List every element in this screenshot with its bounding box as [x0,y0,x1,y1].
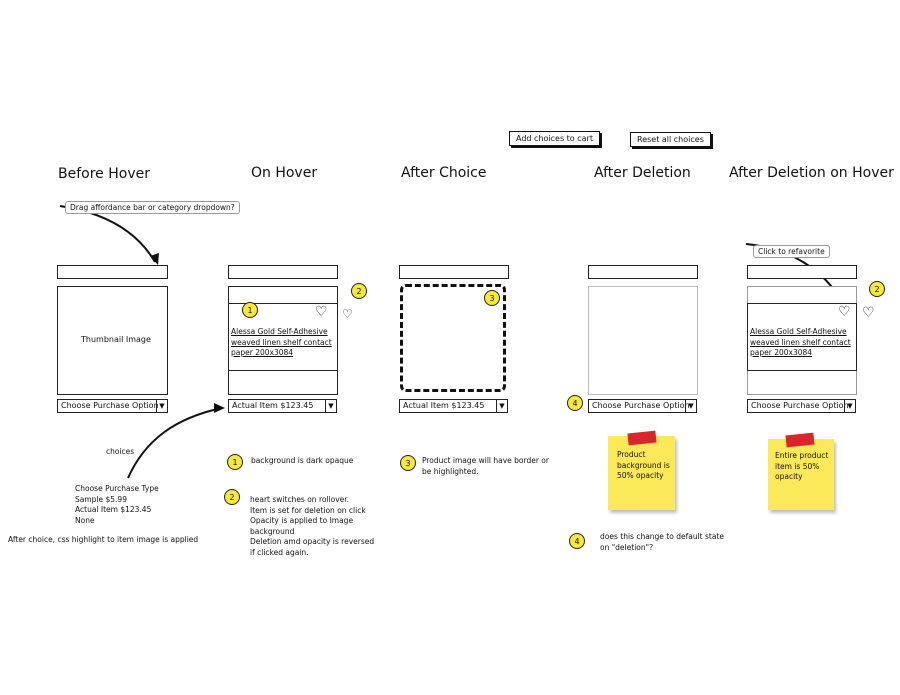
title-after-choice: After Choice [401,165,487,181]
item-title-line: weaved linen shelf contact [750,337,851,347]
sticky-tape [627,430,657,446]
item-title-line: Alessa Gold Self-Adhesive [231,327,328,336]
badge-4: 4 [569,533,585,549]
thumbnail-label: Thumbnail Image [81,335,151,344]
badge-1: 1 [227,454,243,470]
drag-bar[interactable] [228,265,338,279]
thumbnail-image [57,286,168,395]
drag-bar[interactable] [747,265,857,279]
choices-list-item: Choose Purchase Type [75,484,159,493]
choices-arrow [127,407,223,479]
drag-callout-arrow [59,205,156,263]
drag-bar[interactable] [399,265,509,279]
purchase-option-select[interactable]: Choose Purchase Option ▼ [747,399,856,413]
item-title-line: paper 200x3084 [231,348,294,357]
sticky-line: opacity [775,472,803,481]
item-title-line: paper 200x3084 [750,348,813,357]
item-title-line: Alessa Gold Self-Adhesive [750,327,847,336]
drag-bar[interactable] [57,265,168,279]
badge-2: 2 [224,489,240,505]
note-line: Opacity is applied to Image [250,516,354,525]
choices-list-item: Sample $5.99 [75,494,127,504]
broken-heart-icon[interactable]: ♡ [838,304,851,320]
sticky-text: Entire product item is 50% opacity [775,451,828,483]
drag-affordance-callout: Drag affordance bar or category dropdown… [65,201,240,214]
choices-list-item: Actual Item $123.45 [75,505,152,514]
chevron-down-icon: ▼ [844,400,855,412]
chevron-down-icon: ▼ [325,400,336,412]
note-line: background [250,526,295,536]
note-line: heart switches on rollover. [250,495,350,504]
heart-icon[interactable]: ♡ [315,304,328,320]
note-line: Deletion amd opacity is reversed [250,537,375,546]
select-label: Actual Item $123.45 [232,401,314,410]
badge-2: 2 [869,281,885,297]
sticky-text: Product background is 50% opacity [617,450,670,482]
title-after-deletion: After Deletion [594,165,691,181]
select-label: Actual Item $123.45 [403,401,485,410]
hover-overlay [747,303,857,371]
drag-bar[interactable] [588,265,698,279]
item-title[interactable]: Alessa Gold Self-Adhesive weaved linen s… [231,327,332,359]
refavorite-callout: Click to refavorite [753,245,830,258]
sticky-line: background is [617,460,670,470]
title-after-deletion-on-hover: After Deletion on Hover [729,165,894,181]
item-title[interactable]: Alessa Gold Self-Adhesive weaved linen s… [750,327,851,359]
purchase-option-select[interactable]: Actual Item $123.45 ▼ [228,399,337,413]
sticky-line: Product [617,450,646,459]
faded-thumbnail [588,286,698,395]
chevron-down-icon: ▼ [156,400,167,412]
note-line: if clicked again. [250,547,309,557]
choices-list-item: None [75,515,95,525]
choices-list: Choose Purchase Type Sample $5.99 Actual… [75,484,159,526]
note-line: on "deletion"? [600,542,654,552]
sticky-line: Entire product [775,451,829,460]
title-before-hover: Before Hover [58,166,150,182]
note-line: does this change to default state [600,532,724,541]
title-on-hover: On Hover [251,165,318,181]
badge-3: 3 [484,290,500,306]
add-choices-to-cart-button[interactable]: Add choices to cart [509,131,600,146]
note-line: Item is set for deletion on click [250,505,366,515]
select-label: Choose Purchase Option [751,401,849,410]
note-line: Product image will have border or [422,456,549,465]
sticky-tape [785,432,815,448]
chevron-down-icon: ▼ [685,400,696,412]
sticky-note: Product background is 50% opacity [608,430,675,510]
drag-callout-arrowhead [150,253,159,265]
sticky-line: item is 50% [775,461,820,471]
purchase-option-select[interactable]: Choose Purchase Option ▼ [588,399,697,413]
sticky-note: Entire product item is 50% opacity [768,432,834,510]
note-2: heart switches on rollover. Item is set … [250,495,374,558]
note-3: Product image will have border or be hig… [422,456,549,477]
choices-heading: choices [106,447,135,456]
choices-arrowhead [214,403,225,413]
reset-all-choices-button[interactable]: Reset all choices [630,132,711,147]
badge-1: 1 [242,302,258,318]
select-label: Choose Purchase Option [61,401,159,410]
badge-3: 3 [400,455,416,471]
note-line: be highlighted. [422,466,479,476]
select-label: Choose Purchase Option [592,401,690,410]
after-choice-note: After choice, css highlight to item imag… [8,535,199,544]
note-4: does this change to default state on "de… [600,532,724,553]
purchase-option-select[interactable]: Actual Item $123.45 ▼ [399,399,508,413]
broken-heart-icon: ♡ [342,307,353,321]
note-1: background is dark opaque [251,456,354,465]
chevron-down-icon: ▼ [496,400,507,412]
purchase-option-select[interactable]: Choose Purchase Option ▼ [57,399,168,413]
badge-4: 4 [567,395,583,411]
sticky-line: 50% opacity [617,471,664,480]
item-title-line: weaved linen shelf contact [231,337,332,347]
heart-icon: ♡ [862,305,875,321]
badge-2: 2 [351,283,367,299]
